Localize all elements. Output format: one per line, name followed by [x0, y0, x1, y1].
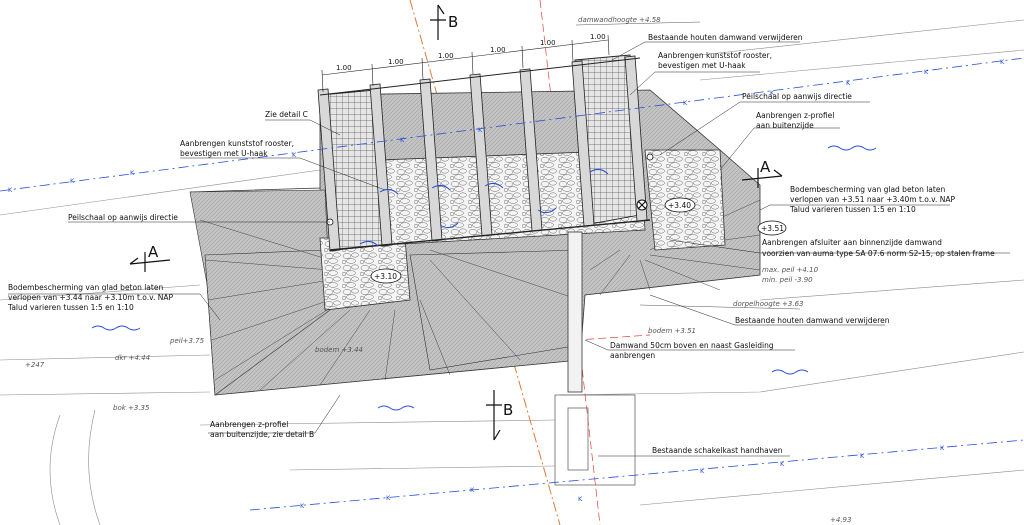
svg-text:1.00: 1.00: [438, 52, 454, 60]
svg-text:dkr +4.44: dkr +4.44: [115, 354, 150, 362]
svg-text:bodem +3.51: bodem +3.51: [648, 327, 696, 335]
svg-text:K: K: [846, 79, 851, 87]
dimension-line: [321, 34, 610, 93]
annotation-kunststof-rechts-2: bevestigen met U-haak: [658, 61, 746, 70]
annotation-zie-detail-c: Zie detail C: [265, 110, 308, 119]
svg-text:B: B: [503, 401, 513, 419]
annotation-bestaande-bottom: Bestaande houten damwand verwijderen: [735, 316, 890, 325]
svg-text:K: K: [130, 169, 135, 177]
annotation-zprofiel-links-1: Aanbrengen z-profiel: [210, 420, 288, 429]
svg-text:+3.10: +3.10: [374, 272, 397, 281]
flow-arrows: [359, 168, 609, 247]
svg-text:1.00: 1.00: [540, 39, 556, 47]
annotation-bodem-links-1: Bodembescherming van glad beton laten: [8, 283, 163, 292]
svg-text:K: K: [780, 460, 785, 468]
annotation-peilschaal-rechts: Peilschaal op aanwijs directie: [742, 92, 852, 101]
annotation-zprofiel-rechts-1: Aanbrengen z-profiel: [756, 111, 834, 120]
svg-text:max. peil +4.10: max. peil +4.10: [762, 266, 819, 274]
svg-text:min. peil -3.90: min. peil -3.90: [762, 276, 813, 284]
annotation-kunststof-rechts-1: Aanbrengen kunststof rooster,: [658, 51, 772, 60]
svg-text:K: K: [578, 495, 583, 503]
svg-text:1.00: 1.00: [590, 33, 606, 41]
annotation-bodem-rechts-2: verlopen van +3.51 naar +3.40m t.o.v. NA…: [790, 195, 955, 204]
svg-text:K: K: [292, 151, 297, 159]
annotation-peilschaal-links: Peilschaal op aanwijs directie: [68, 213, 178, 222]
svg-text:K: K: [478, 126, 483, 134]
svg-text:K: K: [1000, 58, 1005, 66]
valve-icon: [636, 199, 648, 211]
section-marker-a-left: A: [129, 243, 171, 272]
damwand-posts: [317, 55, 648, 252]
svg-text:K: K: [400, 136, 405, 144]
svg-text:A: A: [148, 243, 159, 261]
svg-text:+247: +247: [25, 361, 45, 369]
svg-text:A: A: [760, 158, 771, 176]
svg-text:K: K: [770, 89, 775, 97]
annotation-bestaande-top: Bestaande houten damwand verwijderen: [648, 33, 803, 42]
svg-text:1.00: 1.00: [336, 64, 352, 72]
section-marker-a-right: A: [741, 158, 783, 188]
svg-text:K: K: [683, 99, 688, 107]
annotation-bodem-links-3: Talud varieren tussen 1:5 en 1:10: [7, 303, 134, 312]
svg-text:1.00: 1.00: [490, 46, 506, 54]
cable-labels: K K K K K K K K K K K K K K K K K K K: [8, 58, 1005, 510]
section-marker-b-bottom: B: [486, 390, 513, 441]
svg-text:K: K: [940, 444, 945, 452]
annotation-bodem-links-2: verlopen van +3.44 naar +3.10m t.o.v. NA…: [8, 293, 173, 302]
annotation-bodem-rechts-1: Bodembescherming van glad beton laten: [790, 185, 945, 194]
dimension-labels: 1.00 1.00 1.00 1.00 1.00 1.00: [336, 33, 606, 72]
svg-text:K: K: [8, 186, 13, 194]
svg-text:+3.40: +3.40: [668, 201, 691, 210]
annotation-afsluiter-1: Aanbrengen afsluiter aan binnenzijde dam…: [762, 238, 942, 247]
section-marker-b-top: B: [430, 4, 458, 40]
annotation-kunststof-links-2: bevestigen met U-haak: [180, 149, 268, 158]
schakelkast: [554, 394, 636, 486]
annotation-schakelkast: Bestaande schakelkast handhaven: [652, 446, 783, 455]
stone-areas: [319, 149, 726, 311]
annotations: Bestaande houten damwand verwijderen Aan…: [7, 33, 995, 455]
svg-text:bok +3.35: bok +3.35: [113, 404, 150, 412]
svg-text:peil+3.75: peil+3.75: [169, 337, 205, 345]
svg-text:K: K: [70, 177, 75, 185]
svg-text:bodem +3.44: bodem +3.44: [315, 346, 363, 354]
svg-text:K: K: [470, 486, 475, 494]
gasleiding-damwand: [567, 231, 583, 393]
dorpelhoogte-label: dorpelhoogte +3.63: [733, 300, 803, 308]
svg-text:B: B: [448, 13, 458, 31]
level-marker-351: +3.51: [757, 220, 787, 236]
damwand-line: [329, 219, 651, 251]
water-wave-icon: [91, 145, 877, 411]
annotation-bodem-rechts-3: Talud varieren tussen 1:5 en 1:10: [789, 205, 916, 214]
level-labels: max. peil +4.10 min. peil -3.90 bodem +3…: [25, 266, 851, 524]
svg-text:K: K: [700, 467, 705, 475]
annotation-afsluiter-2: voorzien van auma type SA 07.6 norm S2-1…: [762, 249, 995, 258]
cable-lines: [0, 57, 1024, 511]
svg-text:K: K: [924, 68, 929, 76]
svg-text:+4.93: +4.93: [830, 516, 851, 524]
svg-text:1.00: 1.00: [388, 58, 404, 66]
svg-text:K: K: [386, 494, 391, 502]
level-marker-310: +3.10: [370, 268, 402, 284]
annotation-damwand-gas-2: aanbrengen: [610, 351, 655, 360]
svg-text:+3.51: +3.51: [761, 224, 784, 233]
annotation-zprofiel-links-2: aan buitenzijde, zie detail B: [210, 430, 314, 439]
annotation-zprofiel-rechts-2: aan buitenzijde: [756, 121, 814, 130]
site-lines: [0, 19, 1024, 525]
leader-lines: [8, 41, 1010, 457]
damwandhoogte-label: damwandhoogte +4.58: [578, 16, 661, 24]
svg-text:K: K: [300, 502, 305, 510]
annotation-damwand-gas-1: Damwand 50cm boven en naast Gasleiding: [610, 341, 774, 350]
svg-text:K: K: [860, 452, 865, 460]
level-marker-340: +3.40: [664, 197, 696, 213]
annotation-kunststof-links-1: Aanbrengen kunststof rooster,: [180, 139, 294, 148]
